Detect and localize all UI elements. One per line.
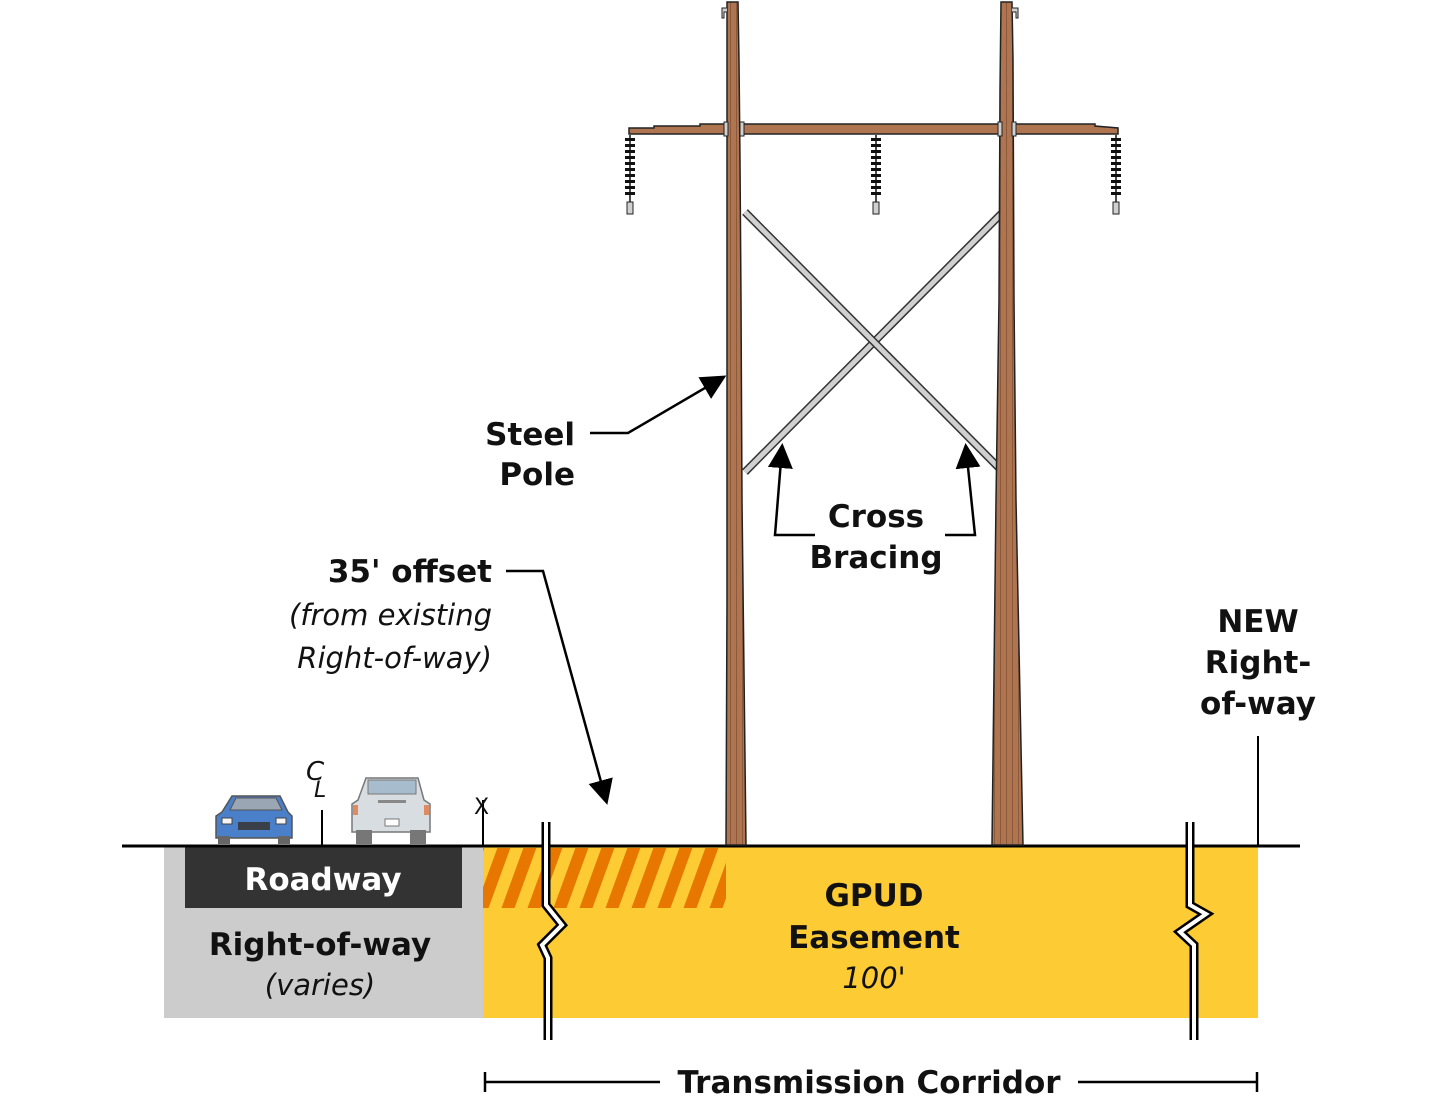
insulator-center bbox=[871, 135, 881, 215]
insulator-right bbox=[1111, 135, 1121, 215]
insulator-left bbox=[625, 135, 635, 215]
offset-leader bbox=[506, 569, 613, 805]
easement-label-line2: Easement bbox=[788, 920, 960, 956]
corridor-label: Transmission Corridor bbox=[677, 1065, 1061, 1101]
offset-hatch-zone bbox=[483, 848, 726, 908]
edge-marker-label: X bbox=[474, 795, 489, 820]
cross-bracing-leader-right bbox=[945, 443, 981, 537]
steel-pole-right bbox=[991, 1, 1024, 846]
easement-width-label: 100' bbox=[842, 961, 905, 995]
easement-label-line1: GPUD bbox=[824, 878, 923, 914]
steel-pole-label-line1: Steel bbox=[485, 417, 575, 453]
right-of-way-note: (varies) bbox=[265, 968, 376, 1002]
offset-note-line1: (from existing bbox=[289, 598, 492, 632]
cross-bracing bbox=[742, 209, 1006, 475]
svg-text:L: L bbox=[314, 778, 326, 803]
sedan-vehicle bbox=[215, 795, 293, 844]
new-row-label-line1: NEW bbox=[1217, 604, 1298, 640]
pickup-vehicle bbox=[351, 777, 431, 844]
cross-bracing-leader-left bbox=[767, 443, 815, 537]
break-line-left bbox=[536, 822, 569, 1040]
steel-pole-label-line2: Pole bbox=[499, 457, 575, 493]
steel-pole-left bbox=[721, 1, 747, 846]
offset-label: 35' offset bbox=[328, 554, 492, 590]
roadway-block bbox=[185, 846, 462, 908]
svg-text:C: C bbox=[306, 757, 325, 787]
steel-pole-leader bbox=[590, 375, 727, 435]
crossarm bbox=[628, 123, 1119, 135]
roadway-label: Roadway bbox=[244, 862, 401, 898]
new-row-label-line3: of-way bbox=[1200, 686, 1316, 722]
offset-note-line2: Right-of-way) bbox=[297, 641, 492, 675]
break-line-right bbox=[1172, 822, 1215, 1040]
cross-bracing-label-line1: Cross bbox=[828, 499, 924, 535]
centerline-symbol: C L bbox=[306, 757, 326, 803]
cross-bracing-label-line2: Bracing bbox=[809, 540, 942, 576]
new-row-label-line2: Right- bbox=[1205, 645, 1311, 681]
corridor-dimension bbox=[483, 1072, 1259, 1092]
right-of-way-label: Right-of-way bbox=[209, 927, 431, 963]
